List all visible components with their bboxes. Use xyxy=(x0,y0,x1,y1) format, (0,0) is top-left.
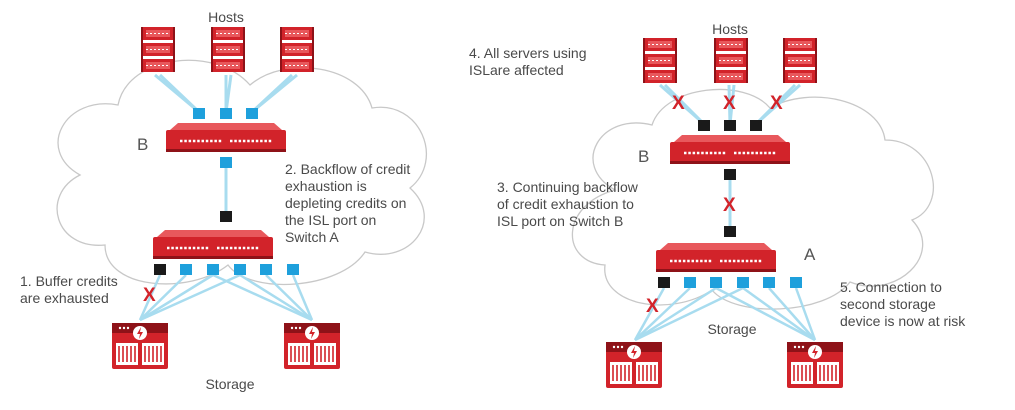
left-note-2: 2. Backflow of credit exhaustion is depl… xyxy=(285,161,410,245)
right-switch-a-port-6 xyxy=(790,277,802,288)
right-switch-b-isl-port xyxy=(724,169,736,180)
right-panel: Hosts X X X B X A X Storage 4. All serve… xyxy=(469,21,966,389)
svg-text:depleting credits on: depleting credits on xyxy=(285,195,406,211)
left-switch-b-port-3 xyxy=(246,108,258,119)
right-host-3-icon xyxy=(782,37,818,84)
right-isl-x-mark: X xyxy=(723,195,736,216)
right-note-5: 5. Connection to second storage device i… xyxy=(840,279,966,329)
svg-text:device is now at risk: device is now at risk xyxy=(840,313,966,329)
right-switch-b-icon xyxy=(668,133,792,166)
left-hosts-label: Hosts xyxy=(208,9,244,25)
svg-text:1. Buffer credits: 1. Buffer credits xyxy=(20,273,118,289)
svg-text:exhaustion is: exhaustion is xyxy=(285,178,367,194)
svg-text:the ISL port on: the ISL port on xyxy=(285,212,376,228)
right-switch-b-label: B xyxy=(638,147,649,166)
right-switch-a-port-5 xyxy=(763,277,775,288)
right-switch-a-label: A xyxy=(804,245,816,264)
left-switch-b-label: B xyxy=(137,135,148,154)
right-storage-links xyxy=(633,286,817,342)
right-storage-1-icon xyxy=(605,341,663,389)
left-switch-a-port-3 xyxy=(207,264,219,275)
left-switch-b-port-1 xyxy=(193,108,205,119)
left-switch-a-port-4 xyxy=(234,264,246,275)
svg-text:second storage: second storage xyxy=(840,296,936,312)
right-switch-b-port-3 xyxy=(750,120,762,131)
right-switch-a-port-4 xyxy=(737,277,749,288)
left-host-2-icon xyxy=(210,26,246,73)
svg-text:5. Connection to: 5. Connection to xyxy=(840,279,942,295)
left-switch-a-port-5 xyxy=(260,264,272,275)
left-host-1-icon xyxy=(140,26,176,73)
right-storage-2-icon xyxy=(786,341,844,389)
left-storage-links xyxy=(138,273,314,322)
right-switch-a-port-1 xyxy=(658,277,670,288)
right-host-1-icon xyxy=(642,37,678,84)
right-switch-a-port-3 xyxy=(710,277,722,288)
right-switch-a-icon xyxy=(654,241,778,274)
right-host-2-x-mark: X xyxy=(723,93,736,114)
right-switch-a-port-2 xyxy=(684,277,696,288)
left-switch-a-icon xyxy=(151,228,275,261)
left-switch-b-icon xyxy=(164,121,288,154)
left-host-3-icon xyxy=(279,26,315,73)
right-host-3-x-mark: X xyxy=(770,93,783,114)
left-storage-2-icon xyxy=(283,322,341,370)
svg-text:ISL port on Switch B: ISL port on Switch B xyxy=(497,213,623,229)
right-host-2-icon xyxy=(713,37,749,84)
right-hosts-label: Hosts xyxy=(712,21,748,37)
left-switch-a-isl-port xyxy=(220,211,232,222)
left-failure-x-mark: X xyxy=(143,285,156,306)
left-switch-b-port-2 xyxy=(220,108,232,119)
svg-text:4. All servers using: 4. All servers using xyxy=(469,45,587,61)
right-switch-b-port-2 xyxy=(724,120,736,131)
right-note-3: 3. Continuing backflow of credit exhaust… xyxy=(497,179,639,229)
left-switch-a-port-2 xyxy=(180,264,192,275)
left-panel: Hosts B X Storage 2. Backflow of credit … xyxy=(20,9,427,392)
left-switch-a-port-6 xyxy=(287,264,299,275)
svg-text:are exhausted: are exhausted xyxy=(20,290,109,306)
right-host-links xyxy=(659,83,801,126)
right-host-1-x-mark: X xyxy=(672,93,685,114)
svg-text:ISLare affected: ISLare affected xyxy=(469,62,564,78)
right-storage-x-mark: X xyxy=(646,296,659,317)
svg-text:3. Continuing backflow: 3. Continuing backflow xyxy=(497,179,639,195)
svg-text:2. Backflow of credit: 2. Backflow of credit xyxy=(285,161,410,177)
svg-text:of credit exhaustion to: of credit exhaustion to xyxy=(497,196,634,212)
left-note-1: 1. Buffer credits are exhausted xyxy=(20,273,118,306)
right-switch-b-port-1 xyxy=(698,120,710,131)
right-note-4: 4. All servers using ISLare affected xyxy=(469,45,587,78)
left-host-links xyxy=(154,73,298,114)
left-storage-1-icon xyxy=(111,322,169,370)
left-storage-label: Storage xyxy=(205,376,254,392)
left-switch-b-isl-port xyxy=(220,157,232,168)
svg-text:Switch A: Switch A xyxy=(285,229,339,245)
left-switch-a-port-1 xyxy=(154,264,166,275)
right-switch-a-isl-port xyxy=(724,226,736,237)
right-storage-label: Storage xyxy=(707,321,756,337)
